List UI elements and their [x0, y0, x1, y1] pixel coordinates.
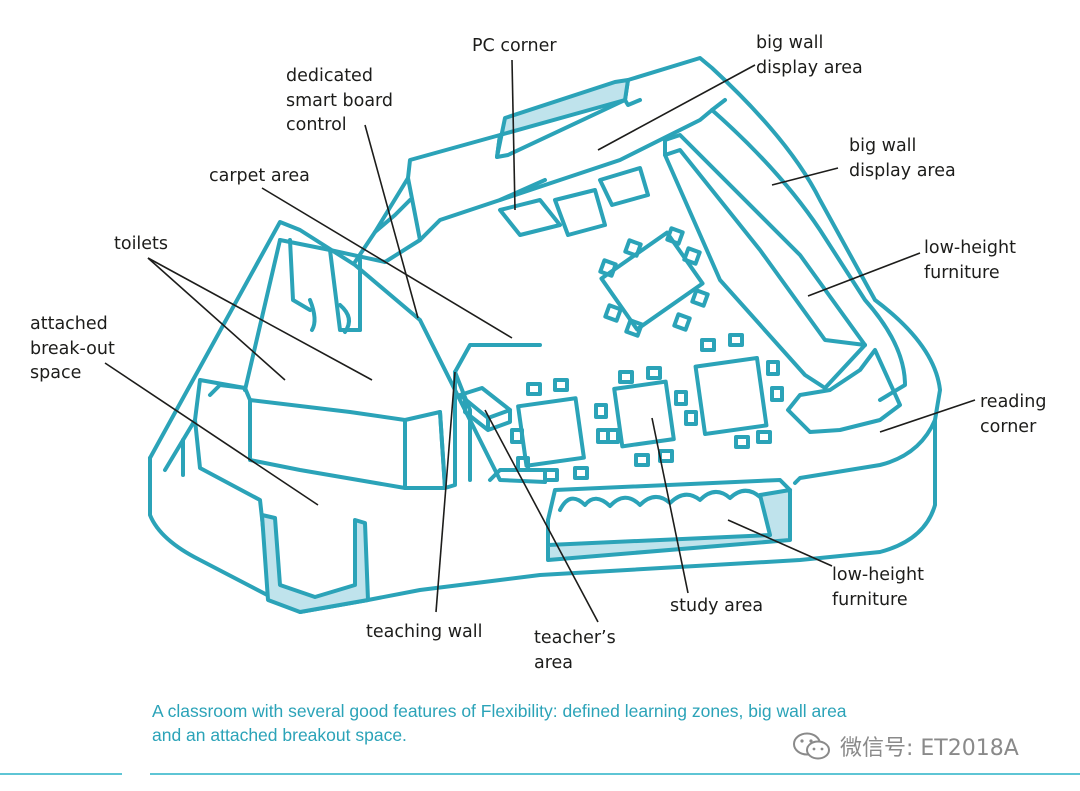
building-base-outline	[148, 418, 937, 614]
label-teachers-area: teacher’s area	[534, 628, 616, 673]
label-study-area: study area	[670, 596, 764, 616]
leader-lines	[104, 59, 976, 623]
right-low-furniture	[663, 133, 867, 390]
top-display-strip	[495, 78, 630, 159]
pc-desk	[598, 166, 650, 207]
pc-desk	[498, 198, 562, 237]
building-top-edge	[148, 220, 547, 484]
bottom-rule-left	[0, 773, 122, 775]
label-teaching-wall: teaching wall	[366, 622, 483, 642]
figure-caption: A classroom with several good features o…	[152, 699, 932, 747]
breakout-bin	[260, 513, 370, 614]
label-carpet-area: carpet area	[209, 166, 310, 186]
label-dedicated-smart-board-control: dedicated smart board control	[286, 66, 394, 135]
label-reading-corner: reading corner	[980, 392, 1047, 437]
inner-wall-top	[498, 98, 727, 202]
pc-desk	[553, 188, 607, 237]
label-big-wall-display-top: big wall display area	[756, 33, 863, 78]
label-low-height-furniture-right: low-height furniture	[924, 238, 1016, 283]
watermark-text: 微信号: ET2018A	[840, 736, 1019, 761]
label-pc-corner: PC corner	[472, 36, 557, 56]
label-low-height-furniture-bottom: low-height furniture	[832, 565, 924, 610]
study-table	[516, 396, 586, 468]
study-table	[612, 379, 676, 449]
main-room-outer-wall	[353, 56, 942, 485]
bottom-low-furniture	[546, 488, 792, 562]
study-table	[693, 356, 769, 436]
teacher-desk	[458, 386, 512, 432]
study-chairs	[510, 333, 784, 482]
bottom-rule-right	[150, 773, 1080, 775]
label-toilets: toilets	[114, 234, 169, 254]
wechat-watermark: 微信号: ET2018A	[792, 729, 1019, 763]
caption-line-1: A classroom with several good features o…	[152, 701, 847, 721]
label-attached-break-out-space: attached break-out space	[30, 314, 115, 383]
wechat-icon	[793, 732, 830, 760]
caption-line-2: and an attached breakout space.	[152, 725, 407, 745]
label-big-wall-display-right: big wall display area	[849, 136, 956, 181]
